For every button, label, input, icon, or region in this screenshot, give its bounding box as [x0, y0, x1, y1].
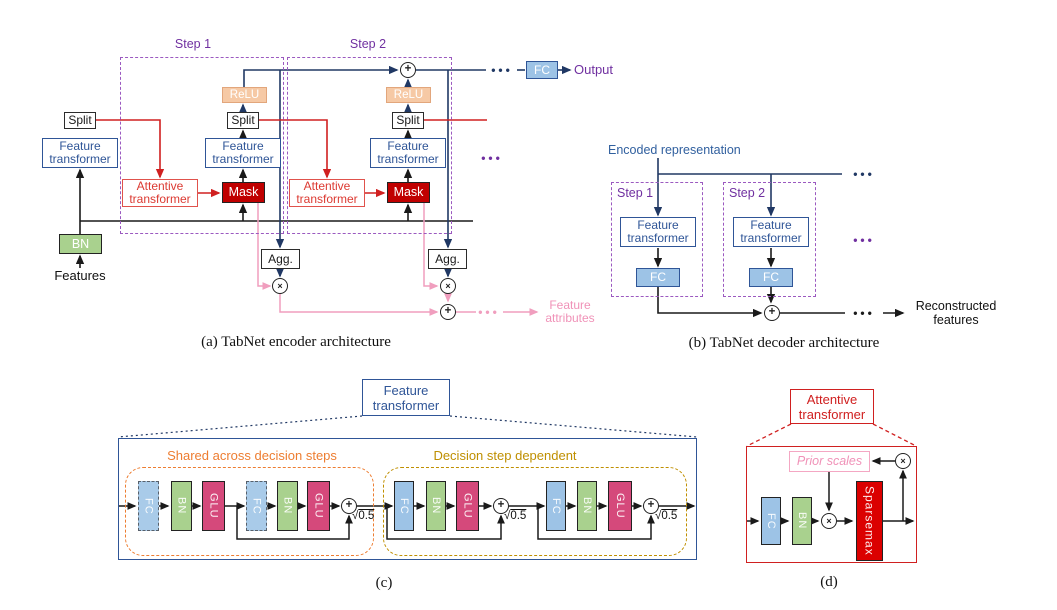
encoder-step2-label: Step 2	[349, 37, 387, 51]
encoder-black-lines	[75, 129, 473, 268]
feature-attributes-label: Feature attributes	[545, 298, 595, 325]
attentive-transformer-detail-box	[746, 446, 917, 563]
decoder-caption: (b) TabNet decoder architecture	[688, 335, 880, 351]
shared-fc-1: FC	[138, 481, 159, 531]
decoder-representation-ellipsis: •••	[853, 167, 875, 181]
encoder-attentive-transformer-1: Attentive transformer	[122, 179, 198, 207]
decoder-step1-box	[611, 182, 703, 297]
decoder-step2-label: Step 2	[729, 186, 766, 200]
decoder-fc-1: FC	[636, 268, 680, 287]
encoder-steps-ellipsis: •••	[481, 151, 503, 165]
dependent-bn-1: BN	[426, 481, 446, 531]
attentive-fc: FC	[761, 497, 781, 545]
encoded-representation-label: Encoded representation	[608, 143, 741, 157]
decoder-feature-transformer-1: Feature transformer	[620, 217, 696, 247]
attentive-transformer-caption: (d)	[820, 574, 838, 590]
prior-scales-box: Prior scales	[789, 451, 870, 472]
shared-glu-2: GLU	[307, 481, 330, 531]
encoder-split-2: Split	[227, 112, 259, 129]
residual-sum-circle-2-icon: +	[493, 498, 509, 514]
encoder-relu-2: ReLU	[386, 87, 431, 103]
decoder-black-lines	[653, 248, 905, 318]
shared-bn-2: BN	[277, 481, 298, 531]
decoder-output-ellipsis: •••	[853, 306, 875, 320]
shared-bn-1: BN	[171, 481, 192, 531]
encoder-agg-1: Agg.	[261, 249, 300, 269]
encoder-step1-box	[120, 57, 284, 234]
reconstructed-features-label: Reconstructed features	[915, 299, 997, 327]
output-label: Output	[574, 62, 614, 77]
dependent-fc-1: FC	[394, 481, 414, 531]
encoder-attributes-ellipsis: •••	[478, 305, 500, 319]
residual-sum-circle-1-icon: +	[341, 498, 357, 514]
shared-steps-label: Shared across decision steps	[167, 448, 337, 463]
step-dependent-group-box	[383, 467, 687, 556]
decoder-step1-label: Step 1	[617, 186, 654, 200]
decoder-sum-circle-icon: +	[764, 305, 780, 321]
attentive-transformer-detail-lines	[747, 457, 915, 525]
encoder-mask-2: Mask	[387, 182, 430, 203]
sqrt-scale-label-3: √0.5	[655, 510, 678, 522]
decoder-navy-lines	[653, 158, 842, 217]
feature-transformer-callout-lines	[117, 415, 698, 438]
attentive-bn: BN	[792, 497, 812, 545]
step-dependent-label: Decision step dependent	[433, 448, 577, 463]
prior-multiply-circle-icon: ×	[895, 453, 911, 469]
decoder-steps-ellipsis: •••	[853, 233, 875, 247]
encoder-multiply-circle-2-icon: ×	[440, 278, 456, 294]
encoder-mask-1: Mask	[222, 182, 265, 203]
encoder-relu-1: ReLU	[222, 87, 267, 103]
encoder-red-lines	[96, 119, 487, 198]
encoder-output-fc-box: FC	[526, 61, 558, 79]
decoder-fc-2: FC	[749, 268, 793, 287]
encoder-caption: (a) TabNet encoder architecture	[201, 334, 391, 350]
encoder-multiply-circle-1-icon: ×	[272, 278, 288, 294]
shared-fc-2: FC	[246, 481, 267, 531]
attentive-multiply-circle-icon: ×	[821, 513, 837, 529]
feature-transformer-detail-lines	[118, 502, 696, 540]
dependent-glu-1: GLU	[456, 481, 479, 531]
encoder-feature-transformer-1: Feature transformer	[42, 138, 118, 168]
encoder-bn-box: BN	[59, 234, 102, 254]
encoder-step2-box	[287, 57, 452, 234]
feature-transformer-title-box: Feature transformer	[362, 379, 450, 416]
encoder-split-1: Split	[64, 112, 96, 129]
sqrt-scale-label-2: √0.5	[504, 510, 527, 522]
encoder-split-3: Split	[392, 112, 424, 129]
encoder-sum-circle-icon: +	[400, 62, 416, 78]
encoder-feature-transformer-2: Feature transformer	[205, 138, 281, 168]
residual-sum-circle-3-icon: +	[643, 498, 659, 514]
feature-transformer-caption: (c)	[375, 575, 393, 591]
attentive-transformer-callout-lines	[746, 423, 917, 447]
shared-steps-group-box	[125, 467, 374, 556]
encoder-attribute-sum-circle-icon: +	[440, 304, 456, 320]
decoder-feature-transformer-2: Feature transformer	[733, 217, 809, 247]
feature-transformer-detail-box	[118, 438, 697, 560]
dependent-bn-2: BN	[577, 481, 597, 531]
attentive-transformer-title-box: Attentive transformer	[790, 389, 874, 424]
encoder-output-ellipsis: •••	[491, 63, 513, 77]
dependent-fc-2: FC	[546, 481, 566, 531]
encoder-pink-lines	[257, 203, 539, 316]
encoder-agg-2: Agg.	[428, 249, 467, 269]
sparsemax-box: Sparsemax	[856, 481, 883, 561]
dependent-glu-2: GLU	[608, 481, 632, 531]
shared-glu-1: GLU	[202, 481, 225, 531]
encoder-attentive-transformer-2: Attentive transformer	[289, 179, 365, 207]
encoder-step1-label: Step 1	[174, 37, 212, 51]
encoder-feature-transformer-3: Feature transformer	[370, 138, 446, 168]
features-label: Features	[54, 268, 106, 283]
sqrt-scale-label-1: √0.5	[352, 510, 375, 522]
